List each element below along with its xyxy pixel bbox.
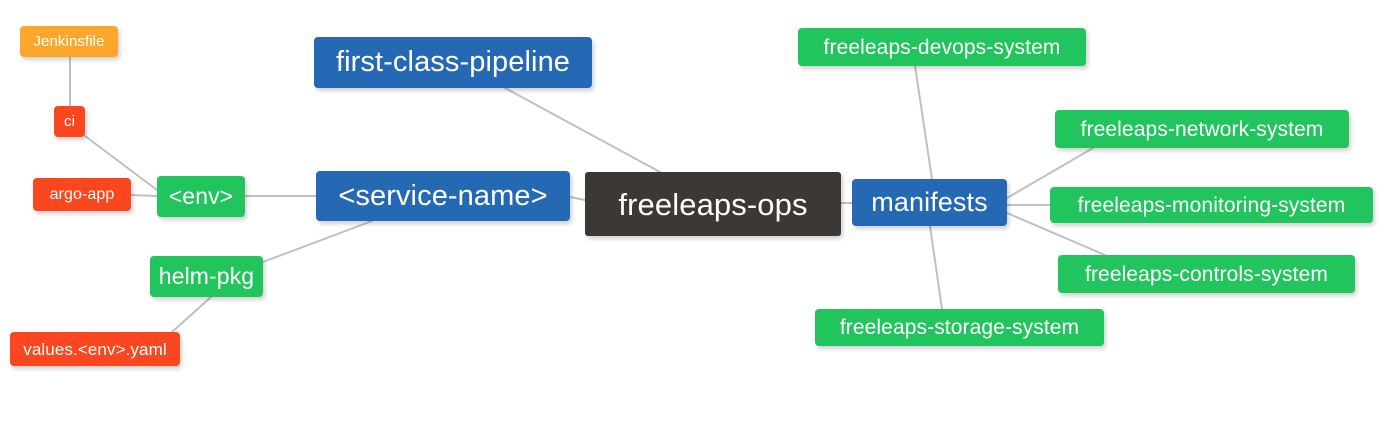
- node-jenkinsfile[interactable]: Jenkinsfile: [20, 26, 118, 57]
- edge-values-yaml-to-helm-pkg: [171, 296, 212, 333]
- node-argo-app[interactable]: argo-app: [33, 178, 131, 211]
- node-helm-pkg[interactable]: helm-pkg: [150, 256, 263, 297]
- node-freeleaps-storage-system[interactable]: freeleaps-storage-system: [815, 309, 1104, 346]
- edge-argo-app-to-env: [130, 194, 158, 197]
- edge-first-class-pipeline-to-freeleaps-ops: [504, 87, 661, 173]
- node-manifests[interactable]: manifests: [852, 179, 1007, 226]
- node-env[interactable]: <env>: [157, 176, 245, 217]
- node-freeleaps-monitoring-system[interactable]: freeleaps-monitoring-system: [1050, 187, 1373, 223]
- edge-manifests-to-freeleaps-storage-system: [929, 225, 943, 310]
- edge-manifests-to-freeleaps-devops-system: [914, 65, 933, 180]
- node-first-class-pipeline[interactable]: first-class-pipeline: [314, 37, 592, 88]
- edge-helm-pkg-to-service-name: [262, 220, 373, 263]
- node-freeleaps-network-system[interactable]: freeleaps-network-system: [1055, 110, 1349, 148]
- node-values-yaml[interactable]: values.<env>.yaml: [10, 332, 180, 366]
- node-freeleaps-ops[interactable]: freeleaps-ops: [585, 172, 841, 236]
- node-service-name[interactable]: <service-name>: [316, 171, 570, 221]
- node-freeleaps-devops-system[interactable]: freeleaps-devops-system: [798, 28, 1086, 66]
- node-ci[interactable]: ci: [54, 106, 85, 137]
- edge-service-name-to-freeleaps-ops: [569, 196, 586, 201]
- node-freeleaps-controls-system[interactable]: freeleaps-controls-system: [1058, 255, 1355, 293]
